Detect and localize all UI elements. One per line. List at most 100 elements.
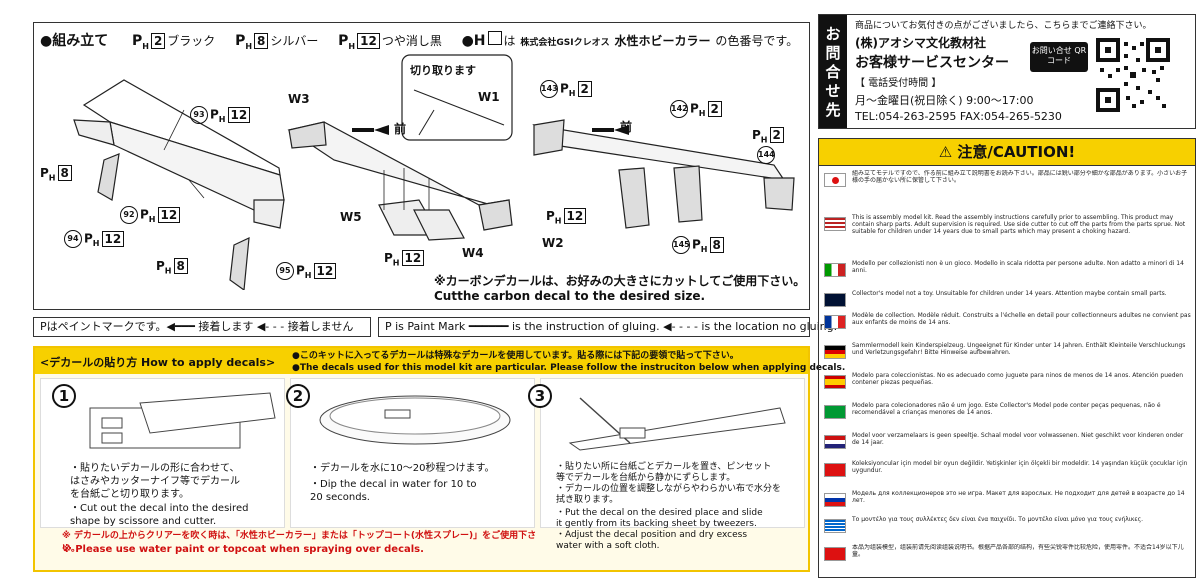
assembly-drawing <box>73 54 795 290</box>
step3-number: 3 <box>528 384 552 408</box>
right-endplate-143 <box>533 119 565 156</box>
caution-row: Model voor verzamelaars is geen speeltje… <box>824 432 1192 456</box>
it-flag-icon <box>824 263 846 277</box>
center-stay-w4 <box>413 209 465 241</box>
right-wing <box>532 124 786 181</box>
assembly-title: ●組み立て <box>40 33 109 49</box>
qr-label: お問い合せ QRコード <box>1030 42 1088 72</box>
caution-text: 本品为组装模型，组装前请先阅读组装说明书。根据产品各部的结构，有些尖锐零件比较危… <box>852 544 1184 558</box>
label-w5: W5 <box>340 210 362 224</box>
decal-header-bar <box>35 348 808 374</box>
legend-en: P is Paint Mark ━━━━━━ is the instructio… <box>378 317 837 337</box>
caution-text: Koleksiyoncular için model bir oyun deği… <box>852 460 1188 474</box>
qr-code-icon <box>1096 38 1170 112</box>
right-endplate-144 <box>763 177 795 211</box>
cut-callout <box>401 54 513 141</box>
contact-hours-label: 【 電話受付時間 】 <box>855 78 942 89</box>
step1-text-en: ・Cut out the decal into the desired shap… <box>70 503 249 527</box>
caution-text: Sammlermodell kein Kinderspielzeug. Unge… <box>852 342 1186 356</box>
paint-maker: 株式会社GSIクレオス <box>520 38 610 48</box>
caution-row: Collector's model not a toy. Unsuitable … <box>824 290 1192 308</box>
contact-hours: 月〜金曜日(祝日除く) 9:00〜17:00 <box>855 94 1034 107</box>
caution-row: 組み立てモデルですので、作る前に組み立て説明書をお読み下さい。部品には鋭い部分や… <box>824 170 1192 210</box>
label-w1: W1 <box>478 90 500 104</box>
caution-title: ⚠ 注意/CAUTION! <box>818 138 1196 166</box>
step1-number: 1 <box>52 384 76 408</box>
color-name-silver: シルバー <box>270 34 319 48</box>
color-note-prefix: ●H <box>461 33 486 49</box>
empty-box-icon <box>487 31 502 45</box>
step2-illustration <box>319 395 511 445</box>
caution-text: Modèle de collection. Modèle réduit. Con… <box>852 312 1191 326</box>
contact-box: お問合せ先 <box>818 14 1196 129</box>
color-code-12: 12 <box>357 33 380 49</box>
carbon-note-jp: ※カーボンデカールは、お好みの大きさにカットしてご使用下さい。 <box>434 274 806 288</box>
center-endplate-w2 <box>478 199 513 231</box>
step3-panel <box>540 378 805 528</box>
label-144: 144 <box>757 146 777 164</box>
fr-flag-icon <box>824 315 846 329</box>
de-flag-icon <box>824 345 846 359</box>
caution-row: Modelo para colecionadores não é um jogo… <box>824 402 1192 428</box>
left-stay-94 <box>97 153 120 201</box>
contact-side-label: お問合せ先 <box>819 15 847 128</box>
step3-text-en: ・Put the decal on the desired place and … <box>556 508 763 551</box>
jp-flag-icon <box>824 173 846 187</box>
caution-row: Модель для коллекционеров это не игра. М… <box>824 490 1192 512</box>
contact-phones: TEL:054-263-2595 FAX:054-265-5230 <box>855 110 1062 123</box>
step2-number: 2 <box>286 384 310 408</box>
caution-row: Sammlermodell kein Kinderspielzeug. Unge… <box>824 342 1192 368</box>
caution-text: Modelo para colecionadores não é um jogo… <box>852 402 1161 416</box>
label-w4: W4 <box>462 246 484 260</box>
step1-text-jp: ・貼りたいデカールの形に合わせて、 はさみやカッターナイフ等でデカール を台紙ご… <box>70 463 240 500</box>
color-code-8: 8 <box>254 33 269 49</box>
caution-row: Modello per collezionisti non è un gioco… <box>824 260 1192 286</box>
tr-flag-icon <box>824 463 846 477</box>
left-wing-upper <box>82 79 281 176</box>
legend-jp: Pはペイントマークです。◀━━━ 接着します ◀- - - 接着しません <box>33 317 371 337</box>
caution-text: 組み立てモデルですので、作る前に組み立て説明書をお読み下さい。部品には鋭い部分や… <box>852 170 1188 184</box>
step1-illustration <box>89 392 276 449</box>
label-w2: W2 <box>542 236 564 250</box>
ru-flag-icon <box>824 493 846 507</box>
br-flag-icon <box>824 405 846 419</box>
paint-brand: 水性ホビーカラー <box>614 34 711 48</box>
decal-note-jp: ●このキットに入ってるデカールは特殊なデカールを使用しています。貼る際には下記の… <box>292 351 739 361</box>
caution-row: Koleksiyoncular için model bir oyun deği… <box>824 460 1192 486</box>
caution-text: Collector's model not a toy. Unsuitable … <box>852 290 1167 297</box>
label-front-right: 前 <box>620 120 633 134</box>
color-name-black: ブラック <box>167 34 216 48</box>
step2-text-en: ・Dip the decal in water for 10 to 20 sec… <box>310 479 477 503</box>
contact-intro: 商品についてお気付きの点がございましたら、こちらまでご連絡下さい。 <box>855 21 1152 31</box>
us-flag-icon <box>824 217 846 231</box>
gb-flag-icon <box>824 293 846 307</box>
caution-text: Modelo para coleccionistas. No es adecua… <box>852 372 1184 386</box>
left-stay-95 <box>229 237 250 290</box>
color-name-flat-black: つや消し黒 <box>381 34 442 48</box>
caution-row: 本品为组装模型，组装前请先阅读组装说明书。根据产品各部的结构，有些尖锐零件比较危… <box>824 544 1192 584</box>
label-w3: W3 <box>288 92 310 106</box>
decal-note-en: ●The decals used for this model kit are … <box>292 363 846 373</box>
step3-illustration <box>568 397 786 451</box>
carbon-note-en: Cutthe carbon decal to the desired size. <box>434 289 706 303</box>
step2-text-jp: ・デカールを水に10〜20秒程つけます。 <box>310 463 495 474</box>
label-front-center: 前 <box>394 122 407 136</box>
gr-flag-icon <box>824 519 846 533</box>
color-code-2: 2 <box>150 33 166 49</box>
color-note-suffix: の色番号です。 <box>715 34 799 48</box>
front-arrow-icon-2 <box>614 125 629 135</box>
caution-rows: 組み立てモデルですので、作る前に組み立て説明書をお読み下さい。部品には鋭い部分や… <box>824 170 1192 574</box>
caution-row: Modèle de collection. Modèle réduit. Con… <box>824 312 1192 338</box>
caution-text: Модель для коллекционеров это не игра. М… <box>852 490 1185 504</box>
